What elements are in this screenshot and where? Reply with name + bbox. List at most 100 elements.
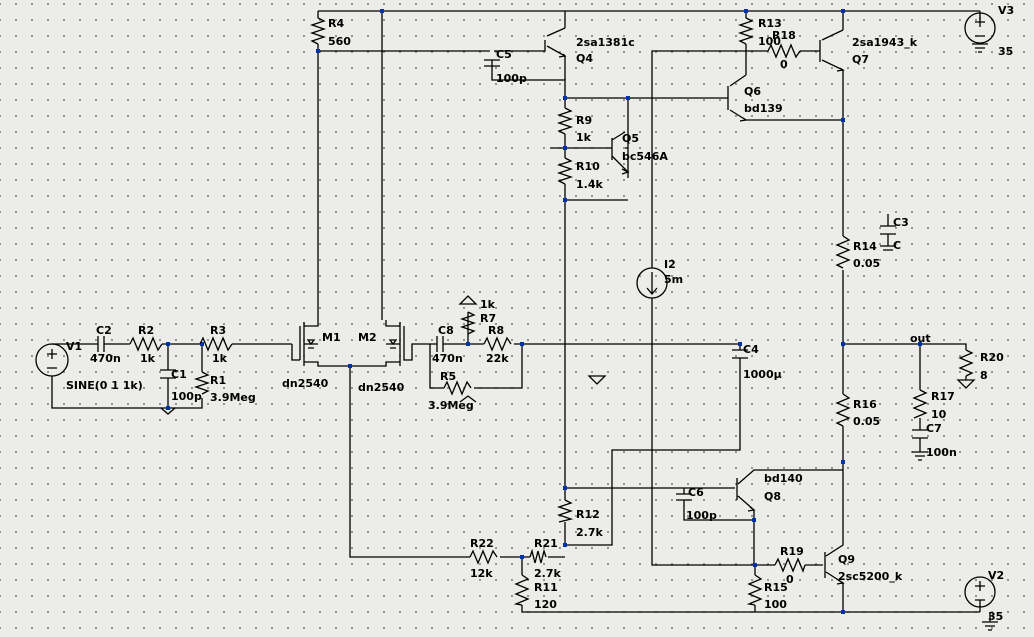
label-C4-val: 1000µ [743, 368, 782, 381]
resistor-R13-symbol [737, 17, 755, 45]
label-Q7-ref: Q7 [852, 53, 869, 66]
label-M2-val: dn2540 [358, 381, 405, 394]
capacitor-C4-symbol [732, 349, 748, 359]
label-Q4-val: 2sa1381c [576, 36, 635, 49]
resistor-R3-symbol [199, 336, 233, 352]
label-R22-ref: R22 [470, 537, 494, 550]
label-R19-val: 0 [786, 573, 794, 586]
resistor-R2-symbol [129, 336, 163, 352]
label-Q6-val: bd139 [744, 102, 783, 115]
label-R15-val: 100 [764, 598, 787, 611]
resistor-R16-symbol [835, 393, 851, 427]
capacitor-C6-symbol [676, 493, 692, 501]
resistor-R12-symbol [556, 499, 574, 523]
capacitor-C1-symbol [160, 369, 176, 379]
label-R18-ref: R18 [772, 29, 796, 42]
label-R2-ref: R2 [138, 324, 154, 337]
label-R7-val: 1k [480, 298, 496, 311]
ground-input [160, 407, 176, 415]
label-R1-ref: R1 [210, 374, 226, 387]
label-R17-val: 10 [931, 408, 947, 421]
supply-R7-arrow [458, 295, 478, 305]
label-R9-ref: R9 [576, 114, 592, 127]
resistor-R11-symbol [513, 574, 530, 606]
label-R7-ref: R7 [480, 312, 496, 325]
component-symbols [35, 12, 998, 631]
resistor-R8-symbol [483, 336, 512, 352]
label-R3-val: 1k [212, 352, 228, 365]
label-R10-ref: R10 [576, 160, 600, 173]
label-R3-ref: R3 [210, 324, 226, 337]
label-V1-ref: V1 [66, 340, 82, 353]
label-R17-ref: R17 [931, 390, 955, 403]
label-M2-ref: M2 [358, 331, 377, 344]
ground-R20 [956, 379, 976, 389]
resistor-R20-symbol [958, 349, 974, 377]
label-C8-val: 470n [432, 352, 463, 365]
label-V3-val: 35 [998, 45, 1013, 58]
resistor-R18-symbol [767, 43, 801, 59]
label-C2-ref: C2 [96, 324, 112, 337]
label-R1-val: 3.9Meg [210, 391, 256, 404]
label-V3-ref: V3 [998, 4, 1014, 17]
label-C1-ref: C1 [171, 368, 187, 381]
label-net-out: out [910, 332, 931, 345]
source-V1-symbol [35, 343, 69, 377]
label-V2-val: 35 [988, 610, 1003, 623]
resistor-R9-symbol [556, 107, 574, 135]
label-R10-val: 1.4k [576, 178, 603, 191]
resistor-R1-symbol [193, 371, 211, 395]
label-C1-val: 100p [171, 390, 202, 403]
label-I2-val: 5m [664, 273, 683, 286]
label-V1-val: SINE(0 1 1k) [66, 379, 143, 392]
resistor-R17-symbol [912, 389, 928, 419]
ground-C3 [880, 245, 896, 251]
label-C3-ref: C3 [893, 216, 909, 229]
label-C7-val: 100n [926, 446, 957, 459]
label-R9-val: 1k [576, 131, 592, 144]
label-R8-val: 22k [486, 352, 509, 365]
label-R4-ref: R4 [328, 17, 344, 30]
resistor-R4-symbol [309, 17, 327, 45]
label-Q5-val: bc546A [622, 150, 668, 163]
label-R16-ref: R16 [853, 398, 877, 411]
label-C6-ref: C6 [688, 486, 704, 499]
ground-V2 [982, 621, 998, 631]
resistor-R15-symbol [746, 574, 763, 606]
capacitor-C2-symbol [97, 336, 105, 352]
component-labels: R4 560 C5 100p 2sa1381c Q4 R13 100 R18 0… [66, 4, 1014, 623]
ground-floating [587, 375, 607, 385]
label-C8-ref: C8 [438, 324, 454, 337]
label-R11-ref: R11 [534, 581, 558, 594]
label-C6-val: 100p [686, 509, 717, 522]
label-R4-val: 560 [328, 35, 351, 48]
label-Q4-ref: Q4 [576, 52, 593, 65]
label-R22-val: 12k [470, 567, 493, 580]
resistor-R22-symbol [469, 549, 498, 565]
label-I2-ref: I2 [664, 258, 676, 271]
junctions [166, 9, 922, 614]
label-R11-val: 120 [534, 598, 557, 611]
label-R18-val: 0 [780, 58, 788, 71]
resistor-R7-symbol [459, 311, 477, 335]
ground-C7 [912, 451, 928, 461]
label-C3-val: C [893, 239, 901, 252]
label-Q9-val: 2sc5200_k [838, 570, 903, 583]
label-Q8-ref: Q8 [764, 490, 781, 503]
label-R21-val: 2.7k [534, 567, 561, 580]
source-V2-symbol [964, 576, 996, 608]
capacitor-C8-symbol [436, 336, 444, 352]
label-M1-val: dn2540 [282, 377, 329, 390]
ground-R5 [459, 395, 477, 403]
capacitor-C5-symbol [484, 59, 500, 67]
label-R20-ref: R20 [980, 351, 1004, 364]
label-R15-ref: R15 [764, 581, 788, 594]
resistor-R10-symbol [556, 157, 574, 185]
resistor-R14-symbol [835, 235, 851, 269]
label-Q8-val: bd140 [764, 472, 803, 485]
label-R19-ref: R19 [780, 545, 804, 558]
resistor-R21-symbol [529, 548, 547, 564]
label-R5-val: 3.9Meg [428, 399, 474, 412]
label-C5-ref: C5 [496, 48, 512, 61]
